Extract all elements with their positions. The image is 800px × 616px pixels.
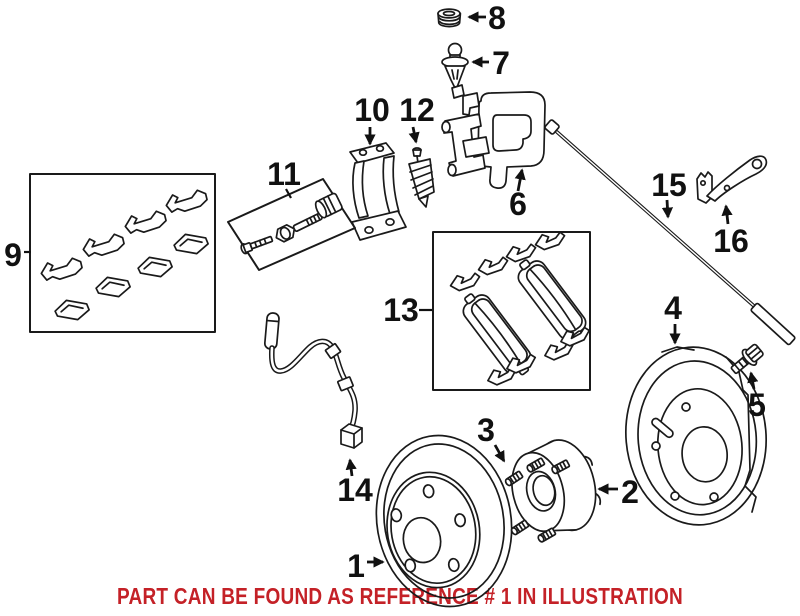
- arrow-14: [345, 458, 357, 477]
- arrow-5: [747, 371, 759, 390]
- callout-label-5: 5: [748, 387, 766, 423]
- pad-clip: [39, 256, 84, 282]
- reference-note: PART CAN BE FOUND AS REFERENCE # 1 IN IL…: [117, 583, 683, 609]
- hub-bearing-drawing: [503, 439, 602, 544]
- callout-label-9: 9: [4, 237, 22, 273]
- splash-shield-drawing: [624, 346, 768, 526]
- pad-clip: [476, 255, 510, 277]
- brake-rotor-drawing: [375, 434, 513, 608]
- guide-pin-kit-box: [227, 178, 356, 271]
- pad-clip: [164, 188, 209, 214]
- pad-clip: [123, 209, 168, 235]
- callout-label-4: 4: [664, 290, 682, 326]
- pad-clip: [94, 274, 132, 300]
- callout-14: 14: [337, 458, 373, 508]
- callout-4: 4: [664, 290, 682, 345]
- pad-clip: [136, 254, 174, 280]
- callout-label-3: 3: [477, 412, 495, 448]
- callout-15: 15: [651, 167, 687, 219]
- shield-bolt-drawing: [730, 343, 764, 375]
- bleeder-cap-drawing: [437, 8, 462, 28]
- arrow-12: [408, 126, 420, 144]
- arrow-15: [661, 199, 674, 219]
- callout-label-16: 16: [713, 223, 749, 259]
- caliper-drawing: [441, 84, 546, 189]
- callout-3: 3: [477, 412, 506, 463]
- pad-clip: [504, 242, 538, 264]
- callout-label-12: 12: [399, 92, 435, 128]
- pad-clip: [81, 232, 126, 258]
- clip-kit-box: [29, 173, 216, 333]
- arrow-16: [721, 204, 733, 225]
- callout-label-11: 11: [267, 156, 301, 192]
- bleeder-screw-drawing: [441, 42, 469, 91]
- callout-13: 13: [383, 292, 432, 328]
- brake-pad-kit-box: [432, 230, 594, 391]
- callout-5: 5: [747, 371, 766, 423]
- callout-label-6: 6: [509, 186, 527, 222]
- callout-6: 6: [509, 168, 527, 222]
- illustration-linework: [29, 8, 796, 608]
- callout-label-15: 15: [651, 167, 687, 203]
- pad-clip: [533, 230, 567, 252]
- leader-line-11: [285, 188, 292, 199]
- wheel-stud: [509, 519, 530, 537]
- callout-label-10: 10: [354, 92, 390, 128]
- callout-label-7: 7: [492, 45, 510, 81]
- callout-12: 12: [399, 92, 435, 144]
- caliper-bracket-drawing: [349, 142, 407, 241]
- brake-cable-drawing: [544, 119, 796, 346]
- arrow-6: [514, 168, 526, 192]
- callout-label-14: 14: [337, 472, 373, 508]
- pad-clip: [172, 231, 210, 257]
- callout-8: 8: [467, 0, 506, 36]
- pad-clip: [448, 271, 482, 293]
- callout-9: 9: [4, 237, 31, 273]
- callouts: 1 2 3 4 5 6 7 8: [4, 0, 766, 584]
- callout-2: 2: [597, 474, 639, 510]
- abs-sensor-wire-drawing: [263, 312, 363, 449]
- callout-7: 7: [471, 45, 510, 81]
- callout-label-8: 8: [488, 0, 506, 36]
- callout-11: 11: [267, 156, 301, 199]
- callout-label-2: 2: [621, 474, 639, 510]
- callout-label-1: 1: [347, 548, 365, 584]
- guide-pin-spring-drawing: [408, 147, 435, 208]
- pad-clip: [53, 297, 91, 323]
- callout-1: 1: [347, 548, 385, 584]
- callout-10: 10: [354, 92, 390, 146]
- callout-label-13: 13: [383, 292, 419, 328]
- cable-bracket-drawing: [696, 155, 768, 204]
- arrow-3: [493, 444, 506, 463]
- callout-16: 16: [713, 204, 749, 259]
